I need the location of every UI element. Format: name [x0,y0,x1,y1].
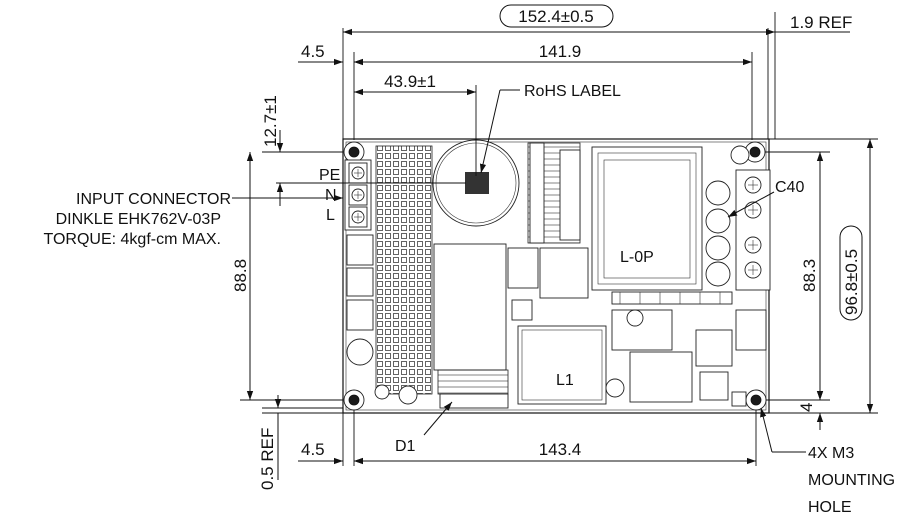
dim-inner-height-right: 88.3 [765,151,830,401]
dim-label-vertical: 12.7±1 [261,95,466,206]
output-terminal-block [735,169,771,291]
mounting-hole-top-right [744,141,766,163]
finned-heatsink-top [527,142,581,244]
diode-callout: D1 [395,401,453,455]
dim-overall-height: 96.8±0.5 [769,138,878,414]
left-offset-top-text: 4.5 [301,42,325,61]
connector-line3-text: TORQUE: 4kgf-cm MAX. [43,231,221,248]
dim-hole-spacing: 143.4 [354,410,757,466]
dim-ref-right: 1.9 REF [767,13,852,139]
left-edge-components [346,234,418,405]
inner-width-text: 141.9 [539,42,582,61]
connector-line1-text: INPUT CONNECTOR [76,191,231,208]
dim-left-offset-top: 4.5 [298,42,367,66]
inductor-l1 [517,325,607,405]
center-heatsink [433,243,509,409]
mounting-hole-top-left [343,141,365,163]
label-offset-text: 43.9±1 [384,72,436,91]
capacitor-callout: C40 [727,179,804,218]
overall-width-text: 152.4±0.5 [518,7,594,26]
dim-inner-height-left: 88.8 [231,152,343,401]
terminal-pe-text: PE [319,167,340,184]
capacitor-text: C40 [775,179,804,196]
inductor-l0p-label: L-0P [620,249,654,266]
inner-height-right-text: 88.3 [800,259,819,292]
diode-text: D1 [395,438,416,455]
inductor-l1-label: L1 [556,372,574,389]
hole-spacing-text: 143.4 [539,440,582,459]
perforated-heatsink-area [375,145,433,395]
rohs-label-mark [465,172,489,194]
mounting-hole-bottom-left [343,389,365,411]
rohs-label-text: RoHS LABEL [524,83,621,100]
pcb-board [342,138,771,414]
label-vertical-text: 12.7±1 [261,95,280,147]
bottom-ref-text: 0.5 REF [258,428,277,490]
inner-height-left-text: 88.8 [231,259,250,292]
mounting-line3-text: HOLE [808,499,852,516]
hole-offset-bottom-text: 4 [797,403,816,412]
terminal-labels: PE N L [319,167,340,224]
mounting-line2-text: MOUNTING [808,472,895,489]
connector-line2-text: DINKLE EHK762V-03P [56,211,221,228]
mounting-line1-text: 4X M3 [808,445,854,462]
overall-height-text: 96.8±0.5 [842,249,861,315]
dim-left-offset-bottom: 4.5 [298,410,367,466]
input-connector-terminal-block [344,159,372,231]
dim-inner-width: 141.9 [353,42,753,140]
terminal-l-text: L [326,207,335,224]
mounting-hole-bottom-right [745,389,767,411]
misc-small-components [507,247,767,407]
dim-overall-width: 152.4±0.5 [342,4,776,139]
left-offset-bottom-text: 4.5 [301,440,325,459]
dim-bottom-ref: 0.5 REF [258,395,440,490]
output-capacitors [705,145,750,287]
inductor-l0p [591,146,703,291]
mounting-hole-callout: 4X M3 MOUNTING HOLE [760,407,895,516]
input-connector-callout: INPUT CONNECTOR DINKLE EHK762V-03P TORQU… [43,191,343,248]
terminal-n-text: N [325,187,337,204]
ref-right-text: 1.9 REF [790,13,852,32]
dim-hole-offset-bottom: 4 [797,385,824,430]
dim-label-offset: 43.9±1 [354,72,477,176]
rohs-callout: RoHS LABEL [479,83,621,174]
